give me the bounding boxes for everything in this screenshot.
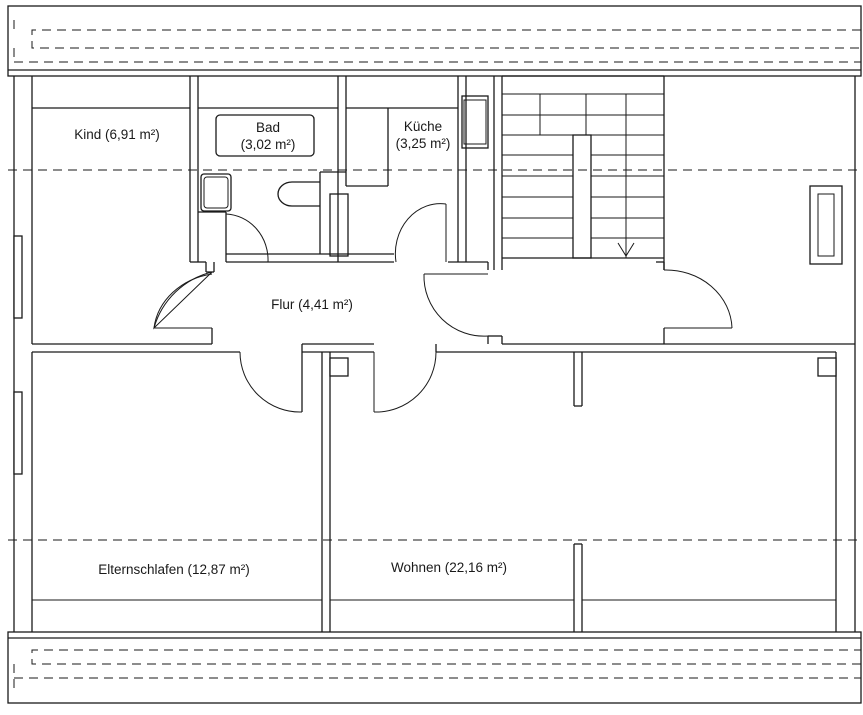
room-label-bad-area: (3,02 m²) bbox=[241, 137, 296, 152]
room-label-kueche-name: Küche bbox=[404, 119, 442, 134]
room-label-flur: Flur (4,41 m²) bbox=[271, 297, 353, 312]
washbasin bbox=[200, 173, 232, 212]
wall-flur bbox=[301, 328, 855, 412]
roof-eave-top bbox=[7, 5, 862, 77]
wall-bad bbox=[198, 76, 394, 263]
bathtub bbox=[215, 114, 315, 157]
kitchen-counter bbox=[461, 95, 489, 149]
roof-eave-bottom bbox=[7, 631, 862, 704]
room-label-elternschlafen: Elternschlafen (12,87 m²) bbox=[98, 562, 250, 577]
wall-kind bbox=[32, 76, 240, 353]
staircase bbox=[502, 75, 665, 270]
room-label-kind: Kind (6,91 m²) bbox=[74, 127, 160, 142]
toilet bbox=[277, 181, 320, 207]
kitchen-counter-inner bbox=[463, 99, 487, 145]
wall-kueche bbox=[346, 76, 503, 270]
door-swings bbox=[153, 203, 733, 413]
room-label-kueche-area: (3,25 m²) bbox=[396, 136, 451, 151]
outer-walls bbox=[13, 76, 856, 632]
shaft-bad bbox=[329, 193, 349, 257]
wall-lower-rooms bbox=[32, 352, 837, 632]
roof-window bbox=[809, 185, 843, 265]
room-label-bad-name: Bad bbox=[256, 120, 280, 135]
room-label-wohnen: Wohnen (22,16 m²) bbox=[391, 560, 507, 575]
